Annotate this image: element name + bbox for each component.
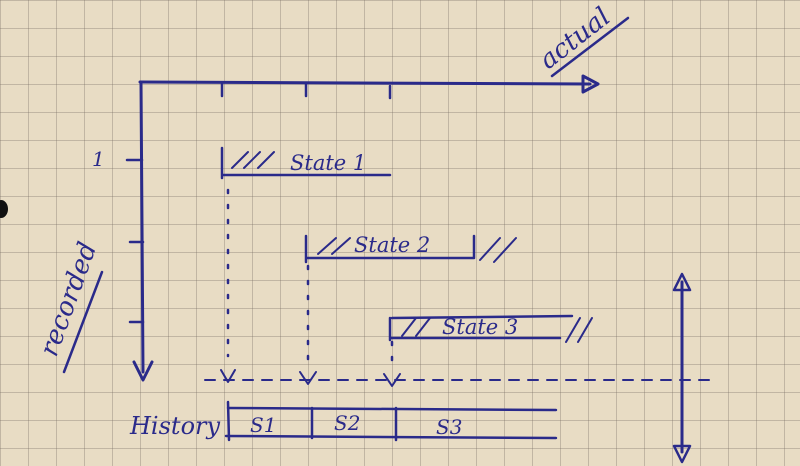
vertical-double-arrow: [672, 272, 692, 464]
history-track: [224, 400, 558, 442]
history-segment-s1: S1: [250, 413, 276, 437]
state-2-hatching: [317, 237, 517, 263]
history-segment-s3: S3: [436, 415, 462, 439]
state-1-label: State 1: [290, 151, 366, 175]
state-1-hatching: [231, 151, 275, 169]
x-axis-label-underline: [550, 16, 630, 78]
history-label: History: [129, 412, 220, 440]
y-axis-label: recorded: [34, 238, 103, 360]
binder-hole: [0, 200, 8, 218]
state-3-label: State 3: [442, 315, 518, 339]
state-3-bar: State 3: [388, 314, 593, 343]
axes: [125, 74, 600, 382]
x-axis-label: actual: [534, 2, 616, 76]
drop-lines: [220, 188, 401, 387]
state-2-bar: State 2: [304, 233, 517, 264]
y-axis-line: [139, 80, 145, 374]
y-tick-label: 1: [92, 147, 105, 171]
state-1-bar: State 1: [220, 146, 392, 180]
state-3-hatching: [401, 317, 593, 343]
history-segment-s2: S2: [334, 411, 360, 435]
y-axis-label-underline: [62, 270, 104, 374]
x-axis-arrow: [581, 74, 600, 94]
state-2-label: State 2: [354, 233, 430, 257]
x-axis-line: [138, 80, 592, 86]
y-axis-arrow: [132, 360, 154, 382]
